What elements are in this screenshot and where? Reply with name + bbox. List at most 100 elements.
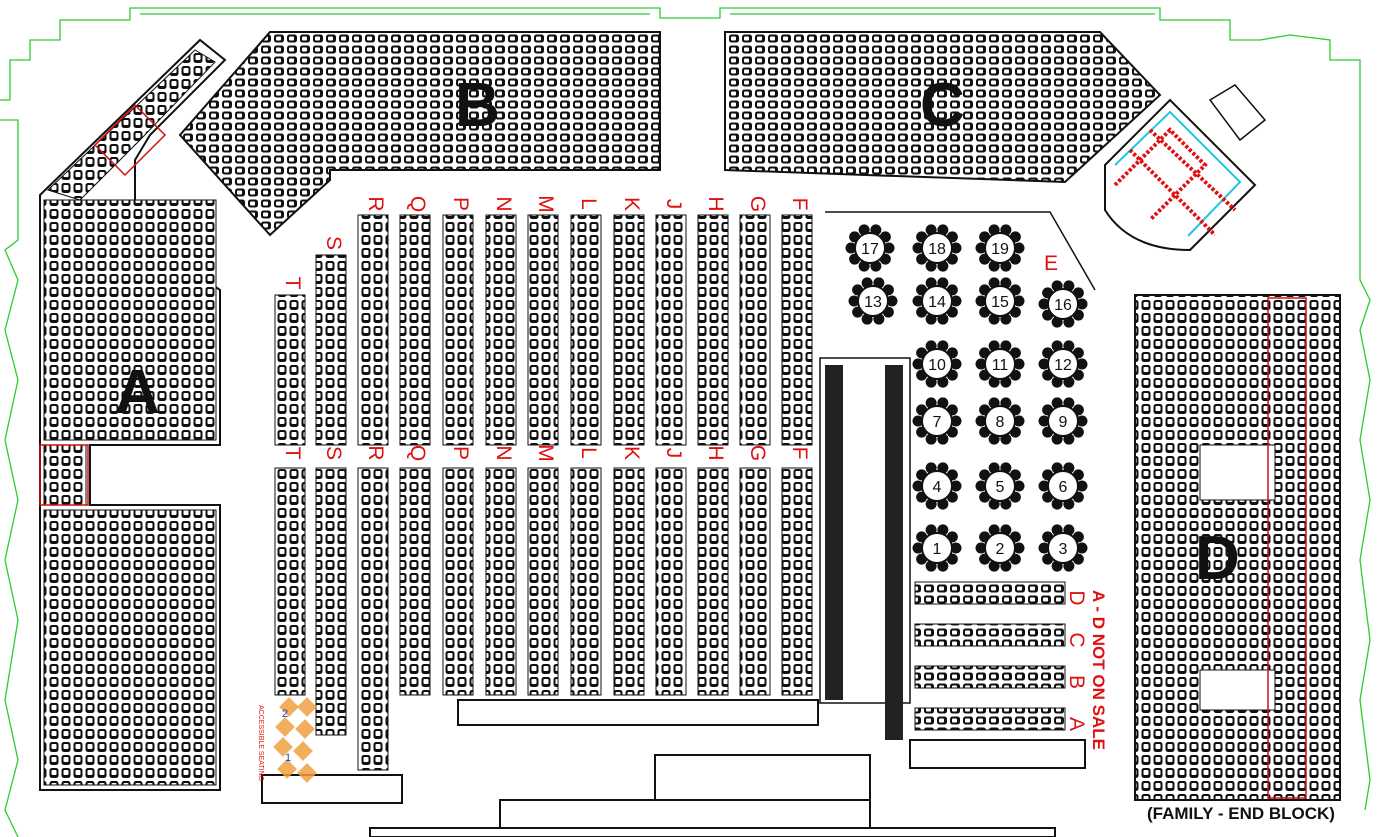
floor-block-upper-5[interactable] [442,214,474,446]
table-14[interactable]: 14 [912,277,962,325]
floor-block-upper-2[interactable] [315,254,347,446]
floor-block-upper-12[interactable] [739,214,771,446]
table-number: 11 [992,357,1009,374]
table-number: 2 [996,541,1005,558]
floor-block-upper-9[interactable] [613,214,645,446]
section-d[interactable] [1134,294,1341,801]
table-12[interactable]: 12 [1038,340,1088,388]
table-number: 16 [1054,297,1072,314]
front-row-label-a: A [1065,716,1088,731]
section-a[interactable] [39,38,227,791]
table-6[interactable]: 6 [1038,462,1088,510]
row-label-lower-12: G [746,444,769,462]
table-2[interactable]: 2 [975,524,1025,572]
accessible-seat[interactable] [295,719,315,739]
accessible-seat[interactable] [297,697,317,717]
table-number: 6 [1059,479,1068,496]
table-3[interactable]: 3 [1038,524,1088,572]
table-19[interactable]: 19 [975,224,1025,272]
accessible-seat[interactable] [297,763,317,783]
table-number: 5 [996,479,1005,496]
row-label-lower-11: H [704,445,727,461]
floor-block-upper-10[interactable] [655,214,687,446]
table-number: 17 [861,241,879,258]
floor-block-lower-6[interactable] [485,467,517,696]
table-16[interactable]: 16 [1038,280,1088,328]
accessible-seat[interactable] [275,717,295,737]
table-1[interactable]: 1 [912,524,962,572]
row-label-upper-10: J [662,198,685,210]
front-rows[interactable] [909,581,1086,769]
floor-block-lower-2[interactable] [315,467,347,736]
floor-block-upper-6[interactable] [485,214,517,446]
table-number: 19 [991,241,1009,258]
table-number: 3 [1059,541,1068,558]
table-18[interactable]: 18 [912,224,962,272]
floor-block-lower-11[interactable] [697,467,729,696]
accessible-seating-label: ACCESSIBLE SEATING [257,705,264,782]
row-label-lower-5: P [449,445,472,460]
accessible-seating[interactable] [273,697,317,783]
table-4[interactable]: 4 [912,462,962,510]
table-number: 7 [933,414,942,431]
front-row-label-b: B [1065,674,1088,689]
section-c[interactable] [724,31,1162,184]
end-block-label: (FAMILY - END BLOCK) [1147,804,1335,823]
row-label-lower-9: K [620,445,643,460]
row-label-upper-12: G [746,195,769,213]
table-17[interactable]: 17 [845,224,895,272]
table-number: 12 [1054,357,1072,374]
accessible-seat[interactable] [279,697,299,717]
floor-block-upper-3[interactable] [357,214,389,446]
table-7[interactable]: 7 [912,397,962,445]
floor-block-lower-10[interactable] [655,467,687,696]
row-label-upper-4: Q [406,195,429,213]
section-label-a: A [115,358,160,427]
table-13[interactable]: 13 [848,277,898,325]
stage-structure [1104,84,1267,252]
floor-block-lower-4[interactable] [399,467,431,696]
floor-block-lower-5[interactable] [442,467,474,696]
table-number: 15 [991,294,1009,311]
section-label-d: D [1195,524,1240,593]
table-8[interactable]: 8 [975,397,1025,445]
floor-block-lower-7[interactable] [527,467,559,696]
floor-block-upper-1[interactable] [274,294,306,446]
floor-block-lower-1[interactable] [274,467,306,696]
row-label-upper-11: H [704,196,727,212]
floor-block-lower-9[interactable] [613,467,645,696]
section-b[interactable] [178,31,661,237]
floor-block-lower-12[interactable] [739,467,771,696]
accessible-number-2: 2 [282,708,289,720]
floor-block-lower-8[interactable] [570,467,602,696]
accessible-seat[interactable] [273,737,293,757]
row-label-lower-2: S [322,445,345,460]
table-area [819,211,1096,740]
floor-block-lower-13[interactable] [781,467,813,696]
row-label-lower-13: F [788,446,811,460]
front-row-label-d: D [1065,590,1088,606]
row-label-upper-5: P [449,196,472,211]
floor-block-lower-3[interactable] [357,467,389,771]
table-15[interactable]: 15 [975,277,1025,325]
floor-block-upper-13[interactable] [781,214,813,446]
table-5[interactable]: 5 [975,462,1025,510]
floor-block-upper-8[interactable] [570,214,602,446]
table-number: 18 [928,241,946,258]
not-on-sale-note: A - D NOT ON SALE [1089,590,1108,750]
floor-block-upper-7[interactable] [527,214,559,446]
table-11[interactable]: 11 [975,340,1025,388]
row-label-lower-7: M [534,444,557,462]
accessible-seat[interactable] [277,759,297,779]
table-number: 4 [933,479,942,496]
accessible-seat[interactable] [293,741,313,761]
row-label-lower-6: N [492,445,515,461]
table-10[interactable]: 10 [912,340,962,388]
table-number: 8 [996,414,1005,431]
table-9[interactable]: 9 [1038,397,1088,445]
floor-block-upper-11[interactable] [697,214,729,446]
row-label-upper-7: M [534,195,557,213]
floor-block-upper-4[interactable] [399,214,431,446]
floor-seating[interactable] [274,214,813,771]
